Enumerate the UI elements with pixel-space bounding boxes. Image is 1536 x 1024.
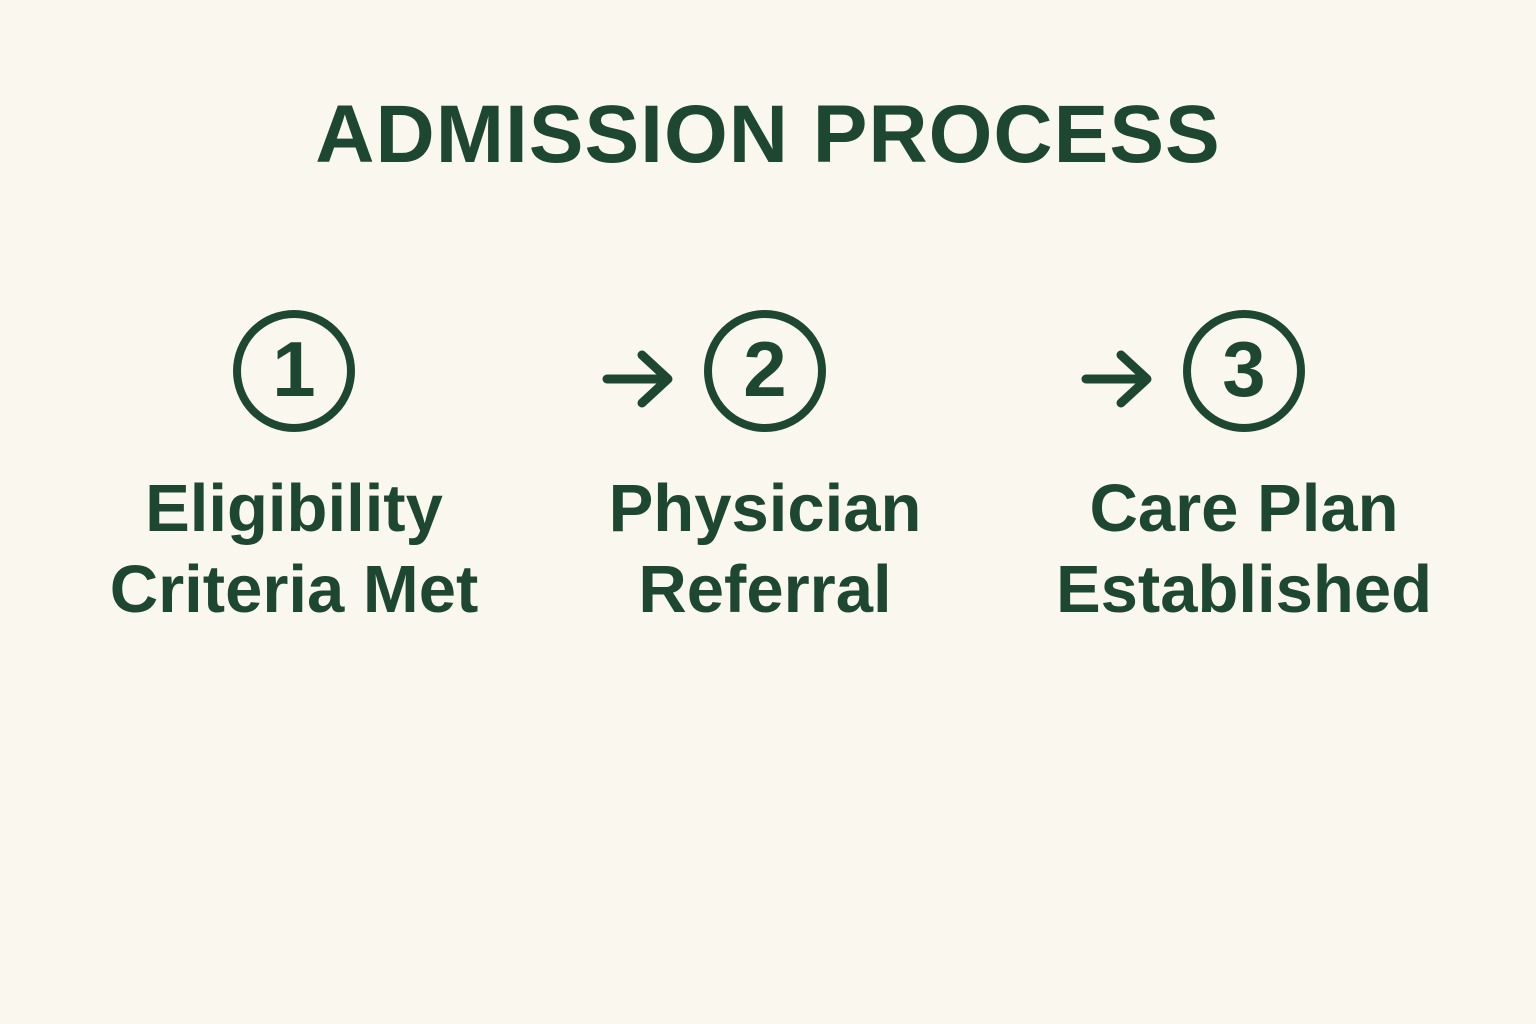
step-physician-referral: 2 Physician Referral (535, 310, 995, 630)
step-number-circle: 3 (1183, 310, 1305, 432)
step-care-plan: 3 Care Plan Established (1014, 310, 1474, 630)
page-title: ADMISSION PROCESS (315, 89, 1221, 180)
step-label-line: Referral (638, 552, 892, 628)
arrow-right-icon (602, 347, 676, 411)
step-circle-row: 3 (1014, 310, 1474, 432)
step-eligibility: 1 Eligibility Criteria Met (64, 310, 524, 630)
step-number: 1 (272, 325, 316, 413)
step-label: Physician Referral (609, 468, 922, 630)
arrow-right-icon (1081, 347, 1155, 411)
step-number-circle: 2 (704, 310, 826, 432)
step-label-line: Eligibility (145, 471, 443, 546)
step-number: 2 (743, 325, 787, 413)
step-label: Eligibility Criteria Met (110, 468, 479, 630)
step-label: Care Plan Established (1056, 468, 1432, 630)
step-circle-row: 1 (64, 310, 524, 432)
step-number-circle: 1 (233, 310, 355, 432)
step-circle-row: 2 (535, 310, 995, 432)
step-label-line: Physician (608, 471, 922, 546)
step-label-line: Care Plan (1089, 471, 1399, 546)
step-label-line: Established (1055, 552, 1433, 628)
step-label-line: Criteria Met (109, 552, 479, 628)
step-number: 3 (1222, 325, 1266, 413)
